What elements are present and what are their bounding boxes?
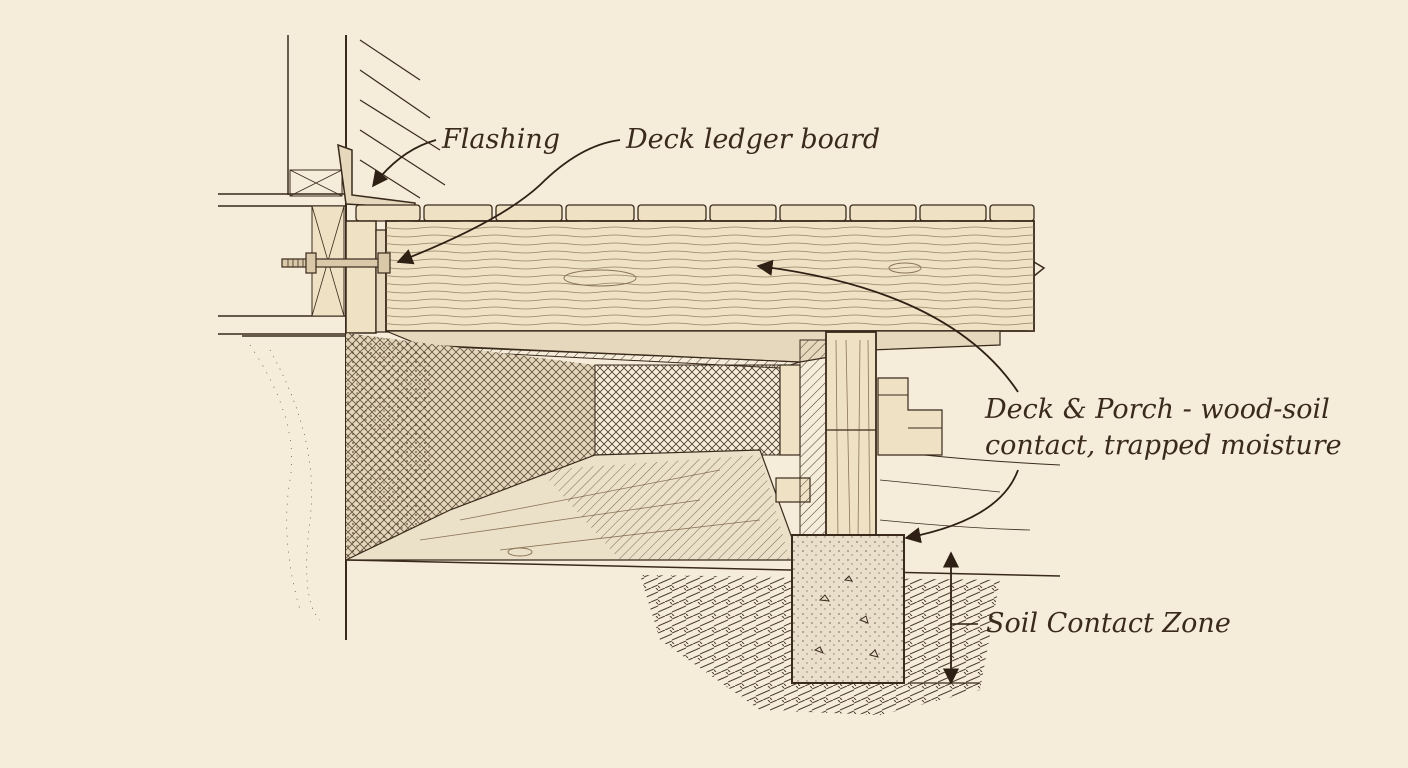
ledger-bolt [281,252,391,274]
deck-porch-label-line2: contact, trapped moisture [985,430,1342,461]
ledger-and-beam [345,220,1046,334]
soil-dimension [942,551,978,685]
decking-boards [355,204,1035,222]
soil-contact-zone-label: Soil Contact Zone [986,608,1231,639]
stairs [877,377,943,456]
concrete-footing [791,534,980,684]
deck-porch-label-line1: Deck & Porch - wood-soil [985,394,1330,425]
deck-porch-label: Deck & Porch - wood-soil contact, trappe… [985,392,1342,464]
leader-lines [372,139,1019,544]
ledger-board-label: Deck ledger board [626,124,881,155]
flashing-shape [337,143,416,209]
crawlspace [345,333,801,561]
flashing-label: Flashing [442,124,561,155]
